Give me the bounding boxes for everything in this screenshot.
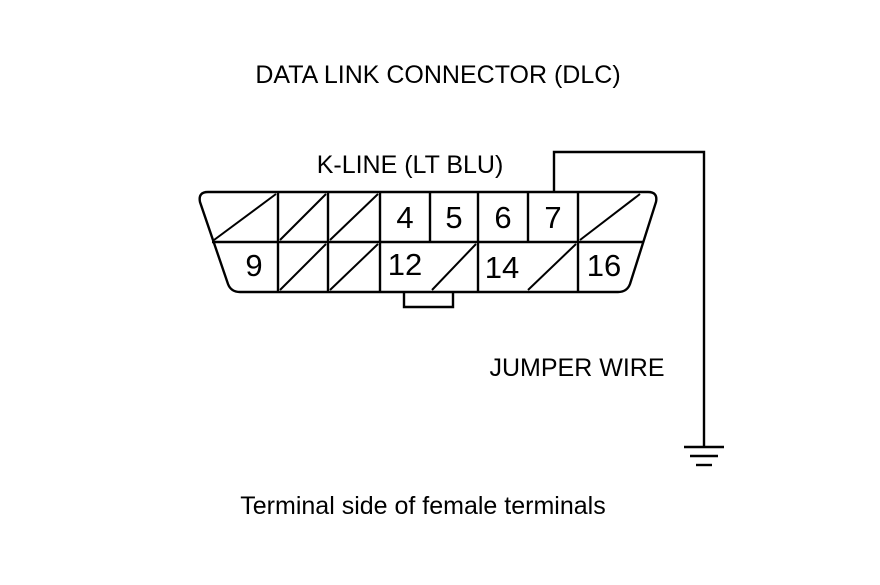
cell-dividers [276,192,580,292]
bottom-row-pins: 9 12 14 16 [245,247,621,285]
pin-9: 9 [245,248,262,283]
connector-outline [198,190,658,294]
k-line-label: K-LINE (LT BLU) [317,151,504,179]
top-row-pins: 4 5 6 7 [396,200,561,235]
jumper-wire-label: JUMPER WIRE [490,354,665,382]
ground-symbol-icon [684,445,724,467]
pin-16: 16 [587,248,621,283]
pin-7: 7 [544,200,561,235]
pin-6: 6 [494,200,511,235]
diagram-title: DATA LINK CONNECTOR (DLC) [255,61,620,89]
unused-cavity-marks [213,193,641,291]
connector-lock-tab [402,292,455,309]
terminal-side-caption: Terminal side of female terminals [240,492,605,520]
pin-5: 5 [445,200,462,235]
pin-12: 12 [388,247,422,282]
pin-4: 4 [396,200,413,235]
jumper-wire-line [552,150,706,447]
pin-14: 14 [485,250,519,285]
